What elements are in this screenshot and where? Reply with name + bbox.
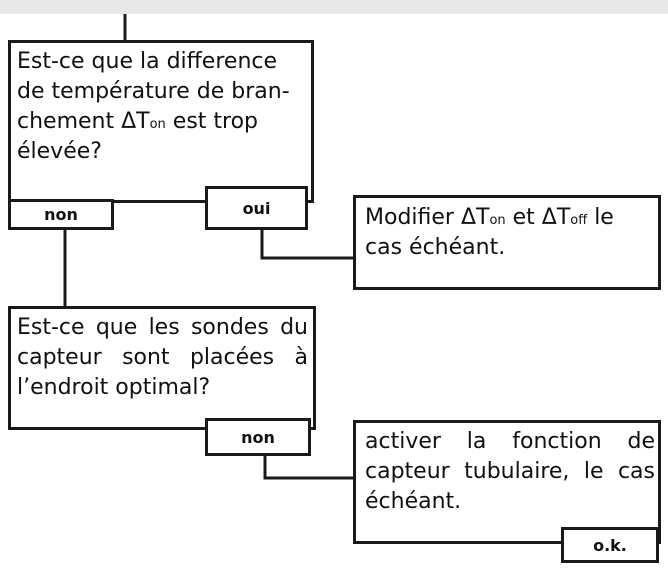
question-1-line-2: de température de bran- [17, 79, 290, 104]
answer-non-2: non [205, 418, 311, 456]
question-1-line-1: Est-ce que la difference [17, 49, 278, 74]
top-band [0, 0, 668, 14]
action-1-text: Modifier ΔTon et ΔToff le cas échéant. [365, 203, 657, 263]
action-1-line-2: cas échéant. [365, 235, 506, 260]
answer-ok: o.k. [561, 527, 659, 563]
action-1-line-1: Modifier ΔTon et ΔToff le [365, 203, 657, 233]
answer-non-1: non [8, 199, 114, 230]
question-1-line-3-post: est trop [165, 109, 259, 134]
action-1-pre: Modifier ΔT [365, 205, 490, 230]
action-2-line-2: capteur tubulaire, le cas [365, 459, 655, 484]
delta-t-on-subscript: on [149, 117, 166, 132]
action-2-line-3: échéant. [365, 489, 462, 514]
connector-oui-to-action1 [260, 227, 355, 260]
action-2-text: activer la fonction de capteur tubulaire… [365, 427, 655, 517]
question-1-line-3-pre: chement ΔT [17, 109, 150, 134]
action-1-subscript-off: off [570, 213, 588, 228]
question-1-line-3: chement ΔTon est trop [17, 107, 307, 137]
question-2-text: Est-ce que les sondes du capteur sont pl… [17, 313, 308, 403]
action-1-subscript-on: on [489, 213, 506, 228]
question-2-line-2: capteur sont placées à [17, 345, 308, 370]
action-1-post: le [587, 205, 614, 230]
connector-non2-to-action2 [263, 454, 355, 480]
action-1-mid: et ΔT [505, 205, 571, 230]
answer-oui: oui [205, 186, 308, 230]
question-1-text: Est-ce que la difference de température … [17, 47, 307, 167]
action-2-line-1: activer la fonction de [365, 429, 655, 454]
question-box-1 [8, 40, 314, 203]
action-box-2 [353, 420, 661, 544]
question-2-line-1: Est-ce que les sondes du [17, 315, 308, 340]
question-2-line-3: l’endroit optimal? [17, 375, 211, 400]
action-box-1 [353, 195, 661, 290]
question-1-line-4: élevée? [17, 139, 102, 164]
question-box-2 [8, 306, 316, 430]
